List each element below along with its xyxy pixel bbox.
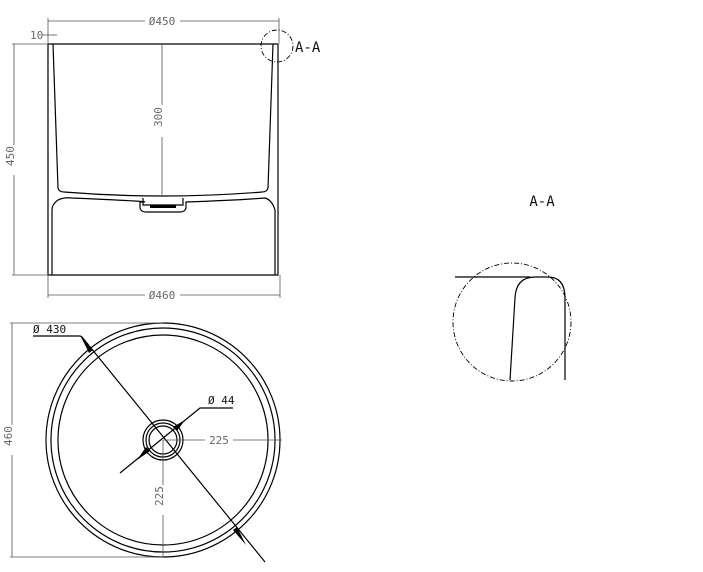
front-view: Ø450 10 450 300 Ø460 A-A [4, 15, 321, 302]
dim-height-line [12, 43, 48, 276]
drain-grate [150, 205, 176, 208]
dim-rim-thickness: 10 [30, 29, 43, 42]
dim-center-offset-y: 225 [153, 486, 166, 506]
detail-rim-profile [455, 276, 566, 381]
arrow-icon [137, 420, 185, 460]
dim-bowl-depth: 300 [152, 107, 165, 127]
dim-center-offset-x: 225 [209, 434, 229, 447]
dim-bowl-diameter: Ø 430 [33, 323, 66, 336]
dim-base-diameter-line [47, 275, 281, 298]
detail-circle [452, 262, 572, 382]
dim-height: 450 [4, 146, 17, 166]
top-view: 460 Ø 430 Ø 44 225 225 [2, 322, 282, 563]
basin-outline [47, 43, 279, 276]
section-marker-circle [260, 29, 294, 63]
drain-outline [142, 198, 184, 206]
detail-title: A-A [529, 194, 555, 210]
dim-top-diameter: Ø450 [149, 15, 176, 28]
dim-outer-line [10, 322, 163, 558]
dim-base-diameter: Ø460 [149, 289, 176, 302]
dim-top-diameter-line [47, 18, 280, 44]
detail-view: A-A [452, 194, 572, 382]
dim-drain-diameter: Ø 44 [208, 394, 235, 407]
section-marker-label: A-A [295, 40, 321, 56]
dim-outer-diameter: 460 [2, 426, 15, 446]
